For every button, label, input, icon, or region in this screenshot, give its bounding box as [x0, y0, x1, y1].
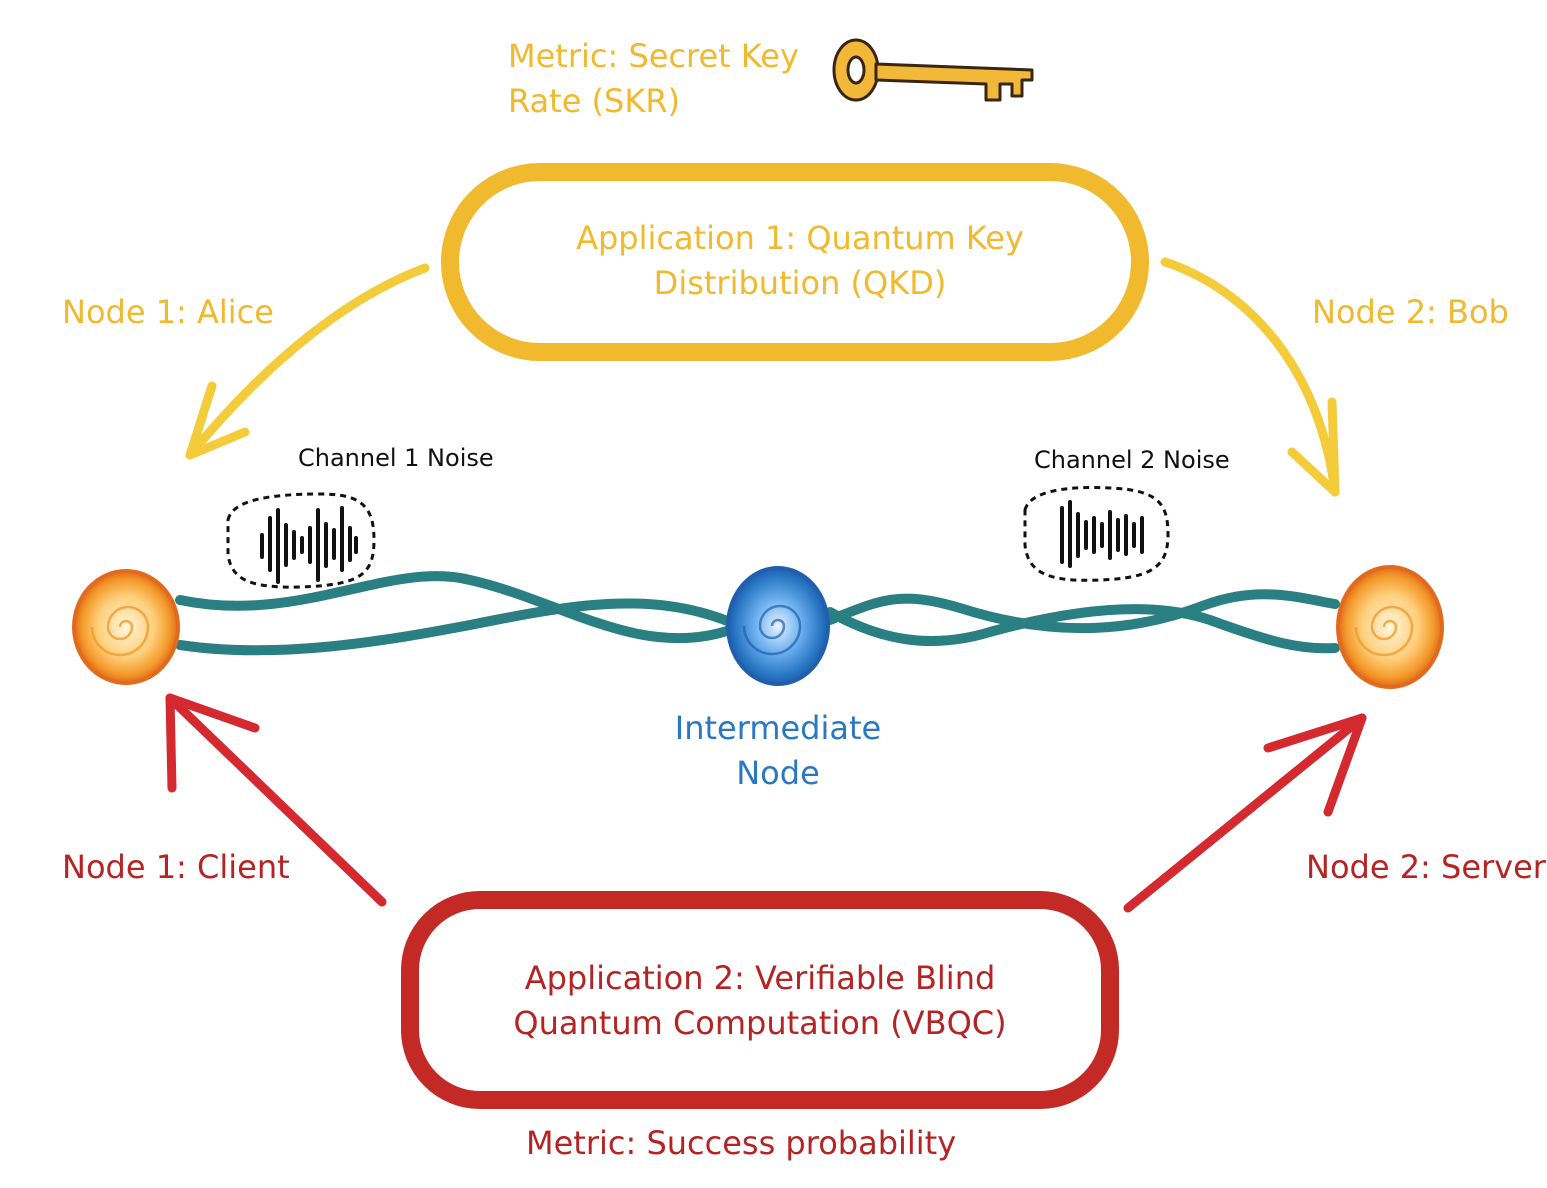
- server-arrow: [1123, 713, 1367, 913]
- app1-title: Application 1: Quantum Key Distribution …: [450, 216, 1150, 306]
- app1-line2: Distribution (QKD): [653, 263, 947, 302]
- node2-bob-label: Node 2: Bob: [1312, 293, 1509, 331]
- alice-arrow: [185, 263, 430, 460]
- vbqc-box-outline: [401, 891, 1119, 1109]
- app2-line2: Quantum Computation (VBQC): [513, 1003, 1007, 1042]
- end-node-2: [1336, 565, 1444, 689]
- intermediate-node: [726, 566, 830, 686]
- bob-arrow: [1160, 257, 1340, 497]
- client-arrow: [165, 693, 387, 907]
- node1-alice-label: Node 1: Alice: [62, 293, 274, 331]
- metric-skr-line1: Metric: Secret Key: [508, 37, 799, 75]
- soundwave-icon: [1060, 500, 1144, 568]
- intermediate-line1: Intermediate: [674, 709, 882, 747]
- end-node-1: [72, 569, 180, 685]
- metric-skr-line2: Rate (SKR): [508, 81, 681, 120]
- fiber-channel-2: [825, 589, 1340, 654]
- metric-skr-label: Metric: Secret Key Rate (SKR): [508, 34, 799, 124]
- intermediate-line2: Node: [736, 753, 820, 792]
- channel2-noise-bubble: [1023, 486, 1170, 582]
- node2-server-label: Node 2: Server: [1306, 848, 1546, 886]
- app2-title: Application 2: Verifiable Blind Quantum …: [410, 956, 1110, 1046]
- channel1-noise-label: Channel 1 Noise: [298, 444, 494, 472]
- node1-client-label: Node 1: Client: [62, 848, 290, 886]
- qkd-box-outline: [441, 163, 1149, 361]
- channel1-noise-bubble: [226, 492, 376, 589]
- app1-line1: Application 1: Quantum Key: [576, 219, 1024, 257]
- metric-success-label: Metric: Success probability: [526, 1124, 957, 1162]
- channel2-noise-label: Channel 2 Noise: [1034, 446, 1230, 474]
- app2-line1: Application 2: Verifiable Blind: [524, 959, 996, 997]
- fiber-channel-1: [175, 571, 735, 656]
- soundwave-icon: [260, 506, 358, 584]
- key-icon: [832, 38, 1034, 102]
- intermediate-node-label: Intermediate Node: [668, 706, 888, 796]
